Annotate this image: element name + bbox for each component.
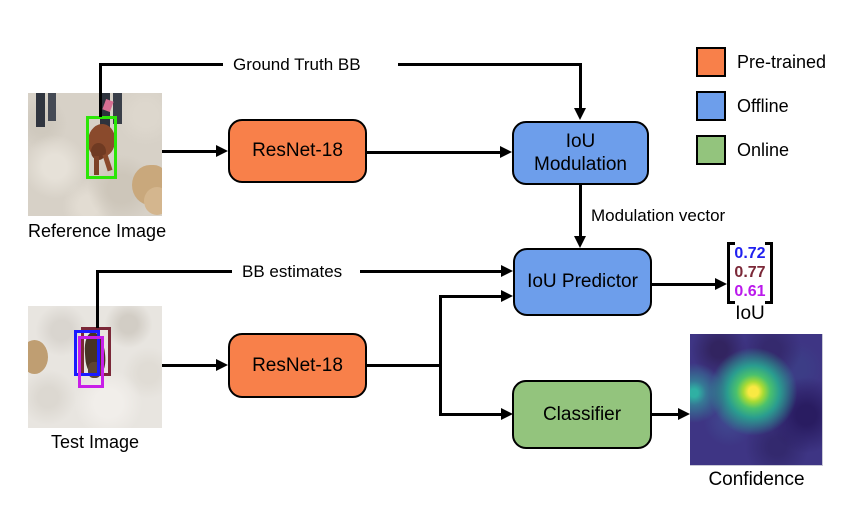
connector-line [360,270,501,273]
person-leg-shape [113,93,122,124]
connector-line [96,270,232,273]
person-leg-shape [100,93,110,129]
connector-line [439,295,442,416]
arrowhead-icon [500,146,512,158]
connector-line [162,364,216,367]
modulation-vector-label: Modulation vector [591,206,726,225]
connector-line [398,63,582,66]
iou-value-blue: 0.72 [734,245,766,262]
connector-line [652,283,715,286]
pink-object-shape [102,98,114,113]
legend-swatch-pretrained [696,47,726,77]
connector-line [99,63,223,66]
legend-label-offline: Offline [737,96,789,116]
arrowhead-icon [574,236,586,248]
iou-values-bracket: 0.72 0.77 0.61 [727,242,773,304]
resnet18-top-node: ResNet-18 [228,119,367,183]
confidence-heatmap [690,334,823,466]
connector-line [96,270,99,328]
connector-line [579,63,582,109]
legend-label-online: Online [737,140,790,160]
animal-shape [28,340,48,374]
ground-truth-bb-label: Ground Truth BB [233,55,361,74]
connector-line [652,413,679,416]
arrowhead-icon [678,408,690,420]
test-image-caption: Test Image [50,432,140,452]
bb-estimates-label: BB estimates [242,262,343,281]
connector-line [162,150,216,153]
dog-head-shape [91,143,106,160]
arrowhead-icon [501,265,513,277]
reference-image-caption: Reference Image [28,221,167,241]
second-dog-shape [144,187,162,215]
iou-values: 0.72 0.77 0.61 [727,244,773,301]
confidence-caption: Confidence [708,469,805,490]
legend-swatch-offline [696,91,726,121]
arrowhead-icon [574,108,586,120]
legend-label-pretrained: Pre-trained [737,52,827,72]
connector-line [579,185,582,237]
arrowhead-icon [715,278,727,290]
dog-leg-shape [94,156,99,175]
iou-modulation-node: IoU Modulation [512,121,649,185]
resnet18-bottom-node: ResNet-18 [228,333,367,398]
ground-truth-bbox [86,116,117,179]
iou-label: IoU [735,303,765,324]
bb-estimate-magenta [78,336,104,388]
legend-swatch-online [696,135,726,165]
iou-predictor-node: IoU Predictor [513,248,652,316]
classifier-node: Classifier [512,380,652,449]
arrowhead-icon [216,145,228,157]
reference-image-photo [28,93,162,216]
iou-value-magenta: 0.61 [734,283,766,300]
test-image-photo [28,306,162,428]
arrowhead-icon [216,359,228,371]
bb-estimate-blue [74,330,100,376]
connector-line [439,295,501,298]
person-leg-shape [36,93,45,127]
person-leg-shape [48,93,56,121]
iou-value-maroon: 0.77 [734,264,766,281]
connector-line [367,151,500,154]
bracket-right-icon [765,242,773,304]
arrowhead-icon [501,290,513,302]
connector-line [99,63,102,117]
connector-line [439,413,501,416]
arrowhead-icon [501,408,513,420]
connector-line [367,364,442,367]
bracket-left-icon [727,242,735,304]
